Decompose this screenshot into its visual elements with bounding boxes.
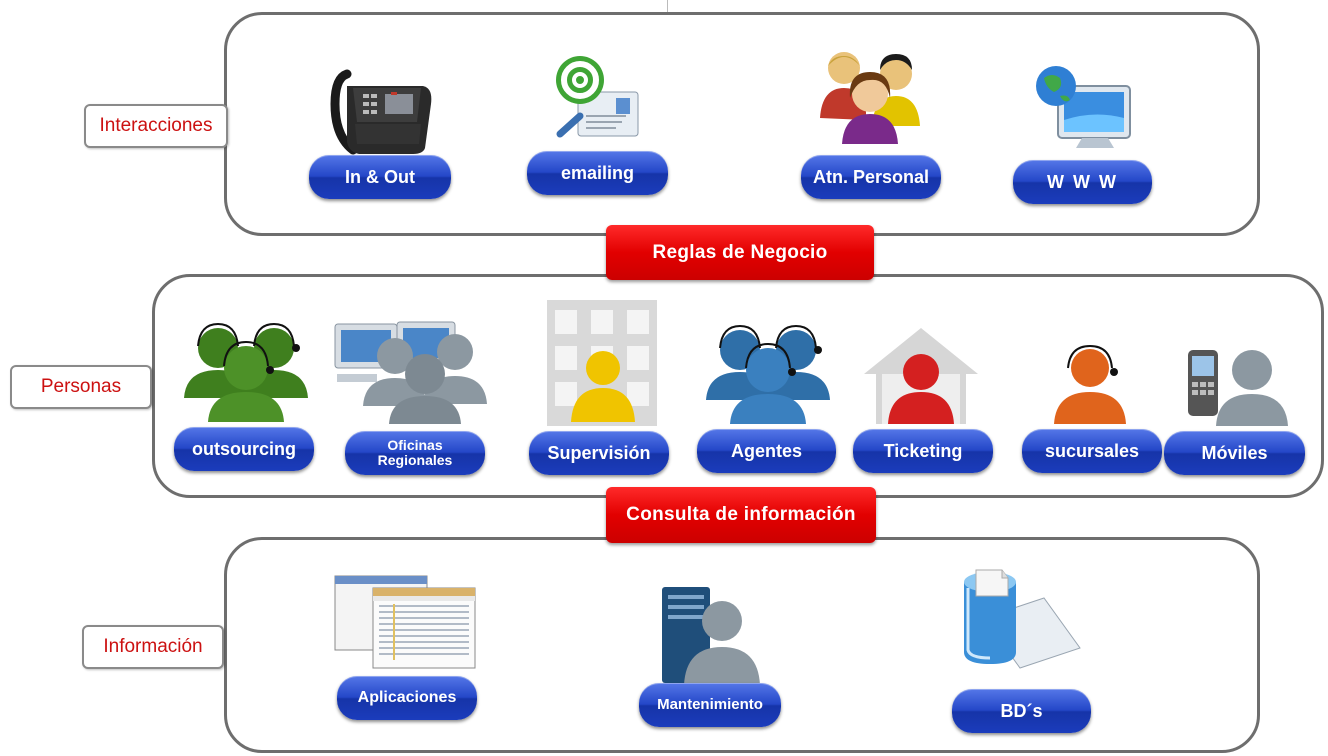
email-at-icon [556, 56, 639, 138]
agentes-button[interactable]: Agentes [697, 429, 836, 473]
in-out-button[interactable]: In & Out [309, 155, 451, 199]
atn-personal-button[interactable]: Atn. Personal [801, 155, 941, 199]
top-divider-line [667, 0, 668, 12]
interacciones-label: Interacciones [84, 104, 228, 148]
bds-button[interactable]: BD´s [952, 689, 1091, 733]
application-windows-icon [334, 575, 476, 669]
reglas-de-negocio-banner: Reglas de Negocio [606, 225, 874, 280]
mobile-phone-user-icon [1188, 350, 1288, 426]
house-user-icon [864, 328, 978, 424]
oficinas-regionales-button[interactable]: Oficinas Regionales [345, 431, 485, 475]
moviles-button[interactable]: Móviles [1164, 431, 1305, 475]
regionales-line: Regionales [377, 452, 453, 468]
consulta-de-informacion-banner: Consulta de información [606, 487, 876, 543]
sucursales-button[interactable]: sucursales [1022, 429, 1162, 473]
blue-headset-agents-icon [706, 324, 830, 424]
personas-label: Personas [10, 365, 152, 409]
office-computers-users-icon [334, 321, 487, 424]
orange-headset-agent-icon [1054, 344, 1126, 424]
emailing-button[interactable]: emailing [527, 151, 668, 195]
aplicaciones-button[interactable]: Aplicaciones [337, 676, 477, 720]
people-group-icon [820, 52, 920, 144]
mantenimiento-button[interactable]: Mantenimiento [639, 683, 781, 727]
database-icon [964, 569, 1081, 669]
globe-monitor-icon [1036, 66, 1131, 148]
supervisor-building-icon [547, 300, 657, 426]
desk-phone-icon [330, 69, 432, 155]
green-headset-agents-icon [184, 322, 308, 422]
www-button[interactable]: W W W [1013, 160, 1152, 204]
outsourcing-button[interactable]: outsourcing [174, 427, 314, 471]
oficinas-line: Oficinas [387, 437, 443, 454]
informacion-label: Información [82, 625, 224, 669]
supervision-button[interactable]: Supervisión [529, 431, 669, 475]
ticketing-button[interactable]: Ticketing [853, 429, 993, 473]
server-user-icon [662, 587, 760, 685]
